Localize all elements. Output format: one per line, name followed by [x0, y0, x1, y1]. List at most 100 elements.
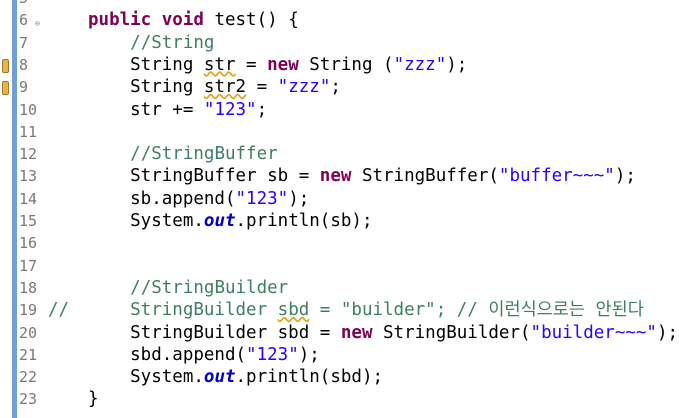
- code-line[interactable]: 14 sb.append("123");: [0, 188, 679, 210]
- code-line[interactable]: 10 str += "123";: [0, 99, 679, 121]
- line-number: 22: [19, 368, 38, 387]
- overview-ruler: [0, 0, 10, 418]
- code-token: .println(sbd);: [235, 367, 384, 388]
- unused-variable-token: str: [203, 54, 236, 75]
- code-token: String: [88, 54, 204, 75]
- code-line[interactable]: 18 //StringBuilder: [0, 277, 679, 299]
- code-text: sb.append("123");: [88, 188, 309, 210]
- code-text: public void test() {: [88, 9, 299, 31]
- line-number: 12: [19, 145, 38, 164]
- code-token: str +=: [88, 99, 204, 120]
- line-number: 6: [19, 11, 29, 30]
- string-literal: "123": [246, 344, 299, 365]
- string-literal: "123": [235, 188, 289, 209]
- code-line[interactable]: 22 System.out.println(sbd);: [0, 366, 679, 388]
- code-token: [88, 33, 130, 53]
- code-token: StringBuffer sb =: [88, 166, 320, 187]
- comment-text: //StringBuilder: [130, 277, 289, 298]
- quick-diff-bar: [12, 0, 17, 418]
- comment-text: StringBuilder: [88, 300, 278, 321]
- code-line[interactable]: 13 StringBuffer sb = new StringBuffer("b…: [0, 165, 679, 187]
- code-line[interactable]: 12 //StringBuffer: [0, 143, 679, 165]
- code-token: StringBuffer(: [351, 166, 499, 187]
- fold-collapse-icon[interactable]: ⊖: [35, 19, 40, 29]
- code-token: .println(sb);: [235, 211, 373, 231]
- code-text: StringBuffer sb = new StringBuffer("buff…: [88, 165, 636, 187]
- code-token: );: [614, 166, 636, 187]
- code-token: sb.append(: [88, 188, 236, 209]
- line-number: 13: [19, 167, 38, 186]
- line-number: 23: [19, 390, 38, 409]
- comment-text: //StringBuffer: [130, 144, 278, 165]
- code-token: StringBuilder sbd =: [88, 322, 341, 343]
- line-number: 5: [19, 0, 45, 9]
- string-literal: "123": [203, 99, 257, 120]
- code-text: System.out.println(sb);: [88, 210, 372, 232]
- code-token: }: [88, 389, 99, 410]
- code-token: StringBuilder(: [372, 322, 531, 343]
- code-line[interactable]: 20 StringBuilder sbd = new StringBuilder…: [0, 322, 679, 344]
- line-number: 16: [19, 234, 38, 253]
- line-number: 18: [19, 278, 38, 297]
- code-token: );: [298, 344, 320, 365]
- warning-marker-icon[interactable]: [2, 81, 9, 96]
- code-token: sbd.append(: [88, 344, 247, 365]
- code-text: str += "123";: [88, 99, 267, 121]
- string-literal: "builder~~~": [530, 322, 657, 343]
- code-line[interactable]: 9 String str2 = "zzz";: [0, 76, 679, 98]
- code-line[interactable]: 16: [0, 232, 679, 254]
- code-line[interactable]: 11: [0, 121, 679, 143]
- line-number: 15: [19, 212, 38, 230]
- code-token: System.: [88, 211, 204, 231]
- code-text: }: [88, 388, 99, 410]
- code-token: String: [88, 77, 204, 98]
- code-line[interactable]: 15 System.out.println(sb);: [0, 210, 679, 232]
- code-text: String str = new String ("zzz");: [88, 54, 467, 76]
- string-literal: "zzz": [277, 77, 331, 98]
- code-line[interactable]: 23}: [0, 388, 679, 410]
- code-token: ;: [330, 77, 341, 98]
- line-number: 7: [19, 33, 29, 52]
- line-number: 9: [19, 78, 29, 97]
- code-text: StringBuilder sbd = "builder"; // 이런식으로는…: [88, 299, 644, 321]
- line-number: 8: [19, 55, 29, 74]
- static-field-token: out: [203, 211, 236, 231]
- comment-text: = "builder"; // 이런식으로는 안된다: [309, 300, 644, 321]
- line-number: 20: [19, 323, 38, 342]
- code-token: =: [235, 54, 268, 75]
- code-token: [88, 278, 130, 298]
- string-literal: "buffer~~~": [498, 166, 615, 187]
- code-line[interactable]: 5: [0, 0, 679, 9]
- code-line[interactable]: 19// StringBuilder sbd = "builder"; // 이…: [0, 299, 679, 321]
- code-line[interactable]: 8 String str = new String ("zzz");: [0, 54, 679, 76]
- code-text: //String: [88, 32, 214, 54]
- code-text: System.out.println(sbd);: [88, 366, 383, 388]
- code-token: =: [246, 77, 278, 98]
- keyword-token: public void: [88, 10, 204, 31]
- code-line[interactable]: 7 //String: [0, 32, 679, 54]
- keyword-token: new: [319, 166, 352, 187]
- string-literal: "zzz": [393, 54, 447, 75]
- line-number: 19: [19, 301, 38, 320]
- code-line[interactable]: 17: [0, 255, 679, 277]
- code-line[interactable]: 6 ⊖ public void test() {: [0, 9, 679, 31]
- keyword-token: new: [340, 322, 373, 343]
- comment-text: //String: [130, 32, 215, 53]
- code-text: String str2 = "zzz";: [88, 76, 341, 98]
- code-text: //StringBuffer: [88, 143, 278, 165]
- code-token: String (: [298, 54, 394, 75]
- code-token: );: [446, 54, 468, 75]
- code-token: System.: [88, 367, 204, 388]
- warning-marker-icon[interactable]: [2, 58, 9, 73]
- unused-variable-token: sbd: [277, 300, 310, 321]
- line-number: 21: [19, 345, 38, 364]
- static-field-token: out: [203, 367, 236, 388]
- line-number: 14: [19, 189, 38, 208]
- code-token: );: [288, 188, 310, 209]
- code-token: [88, 144, 130, 164]
- code-text: sbd.append("123");: [88, 344, 320, 366]
- code-token: ;: [256, 99, 268, 120]
- code-line[interactable]: 21 sbd.append("123");: [0, 344, 679, 366]
- code-text: //StringBuilder: [88, 277, 288, 299]
